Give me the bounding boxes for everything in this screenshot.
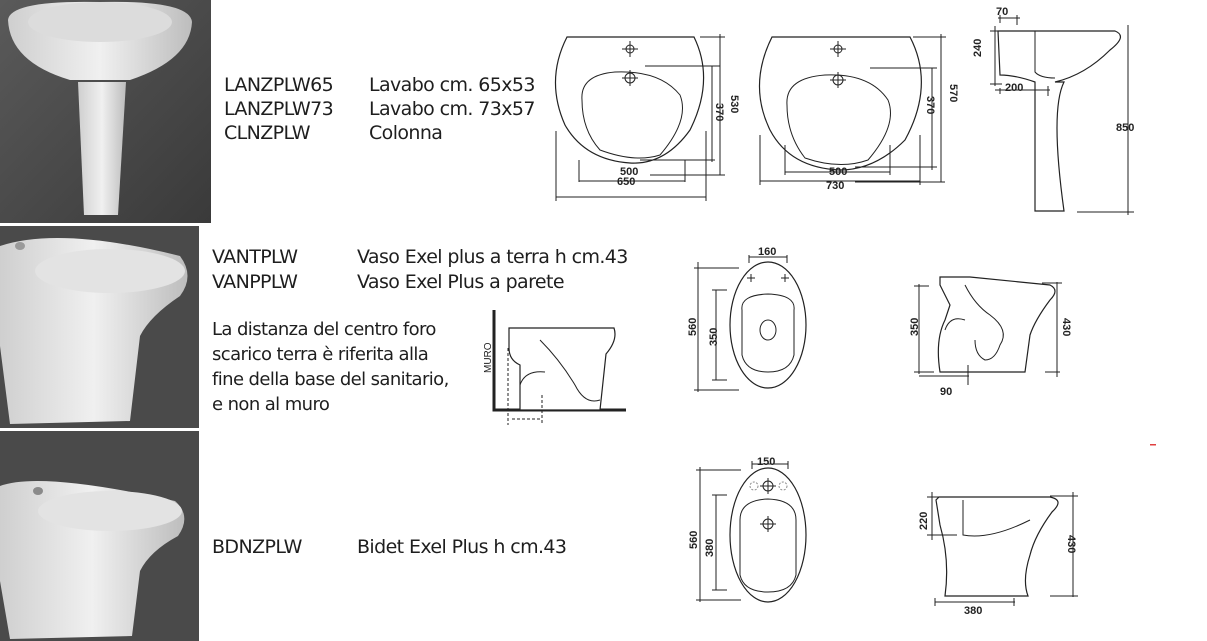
svg-text:240: 240 (972, 39, 984, 57)
product-code: LANZPLW65 (224, 74, 334, 96)
svg-text:730: 730 (826, 180, 844, 192)
product-code: VANTPLW (212, 246, 298, 268)
svg-text:350: 350 (708, 328, 720, 346)
bidet-photo (0, 431, 199, 641)
basin-dimension-labels: 650 500 730 (617, 166, 847, 192)
svg-text:160: 160 (758, 246, 776, 258)
svg-text:90: 90 (940, 386, 952, 398)
note-line: fine della base del sanitario, (212, 369, 449, 390)
svg-text:150: 150 (757, 456, 775, 468)
svg-text:850: 850 (1116, 122, 1134, 134)
svg-text:MURO: MURO (483, 342, 494, 373)
washbasin-photo (0, 0, 211, 223)
product-desc: Vaso Exel Plus a parete (357, 271, 565, 293)
wc-top-drawing: 160 560 350 (687, 246, 807, 392)
svg-text:70: 70 (996, 6, 1008, 18)
product-desc: Bidet Exel Plus h cm.43 (357, 536, 567, 558)
note-line: La distanza del centro foro (212, 319, 436, 340)
svg-text:370: 370 (924, 96, 936, 114)
product-desc: Lavabo cm. 73x57 (369, 98, 535, 120)
wc-photo (0, 226, 199, 428)
pedestal-side-drawing: 70 240 200 850 (972, 6, 1134, 215)
product-code: VANPPLW (212, 271, 298, 293)
installation-note: La distanza del centro foro scarico terr… (212, 317, 449, 417)
wall-distance-diagram: MURO (483, 310, 626, 425)
basin-65-top-drawing: 530 370 500 650 (554, 34, 740, 201)
svg-text:430: 430 (1060, 318, 1072, 336)
svg-text:570: 570 (947, 84, 959, 102)
svg-text:560: 560 (688, 531, 700, 549)
svg-text:530: 530 (728, 95, 740, 113)
product-desc: Colonna (369, 122, 443, 144)
wc-side-drawing: 350 430 90 (909, 276, 1072, 398)
svg-text:370: 370 (713, 103, 725, 121)
note-line: scarico terra è riferita alla (212, 344, 429, 365)
product-code: LANZPLW73 (224, 98, 334, 120)
product-code: BDNZPLW (212, 536, 302, 558)
basin-73-top-drawing: 570 370 500 (758, 34, 959, 185)
bidet-top-drawing: 150 560 380 (688, 456, 807, 603)
svg-text:430: 430 (1065, 535, 1077, 553)
svg-text:560: 560 (687, 318, 699, 336)
note-line: e non al muro (212, 394, 330, 415)
product-desc: Vaso Exel plus a terra h cm.43 (357, 246, 628, 268)
svg-text:650: 650 (617, 176, 635, 188)
svg-text:500: 500 (620, 166, 638, 178)
svg-text:350: 350 (909, 318, 921, 336)
product-desc: Lavabo cm. 65x53 (369, 74, 535, 96)
bidet-side-drawing: 220 430 380 (918, 492, 1078, 617)
svg-text:380: 380 (964, 605, 982, 617)
svg-text:220: 220 (918, 512, 930, 530)
svg-text:380: 380 (704, 539, 716, 557)
product-code: CLNZPLW (224, 122, 311, 144)
svg-text:500: 500 (829, 166, 847, 178)
svg-text:200: 200 (1005, 82, 1023, 94)
